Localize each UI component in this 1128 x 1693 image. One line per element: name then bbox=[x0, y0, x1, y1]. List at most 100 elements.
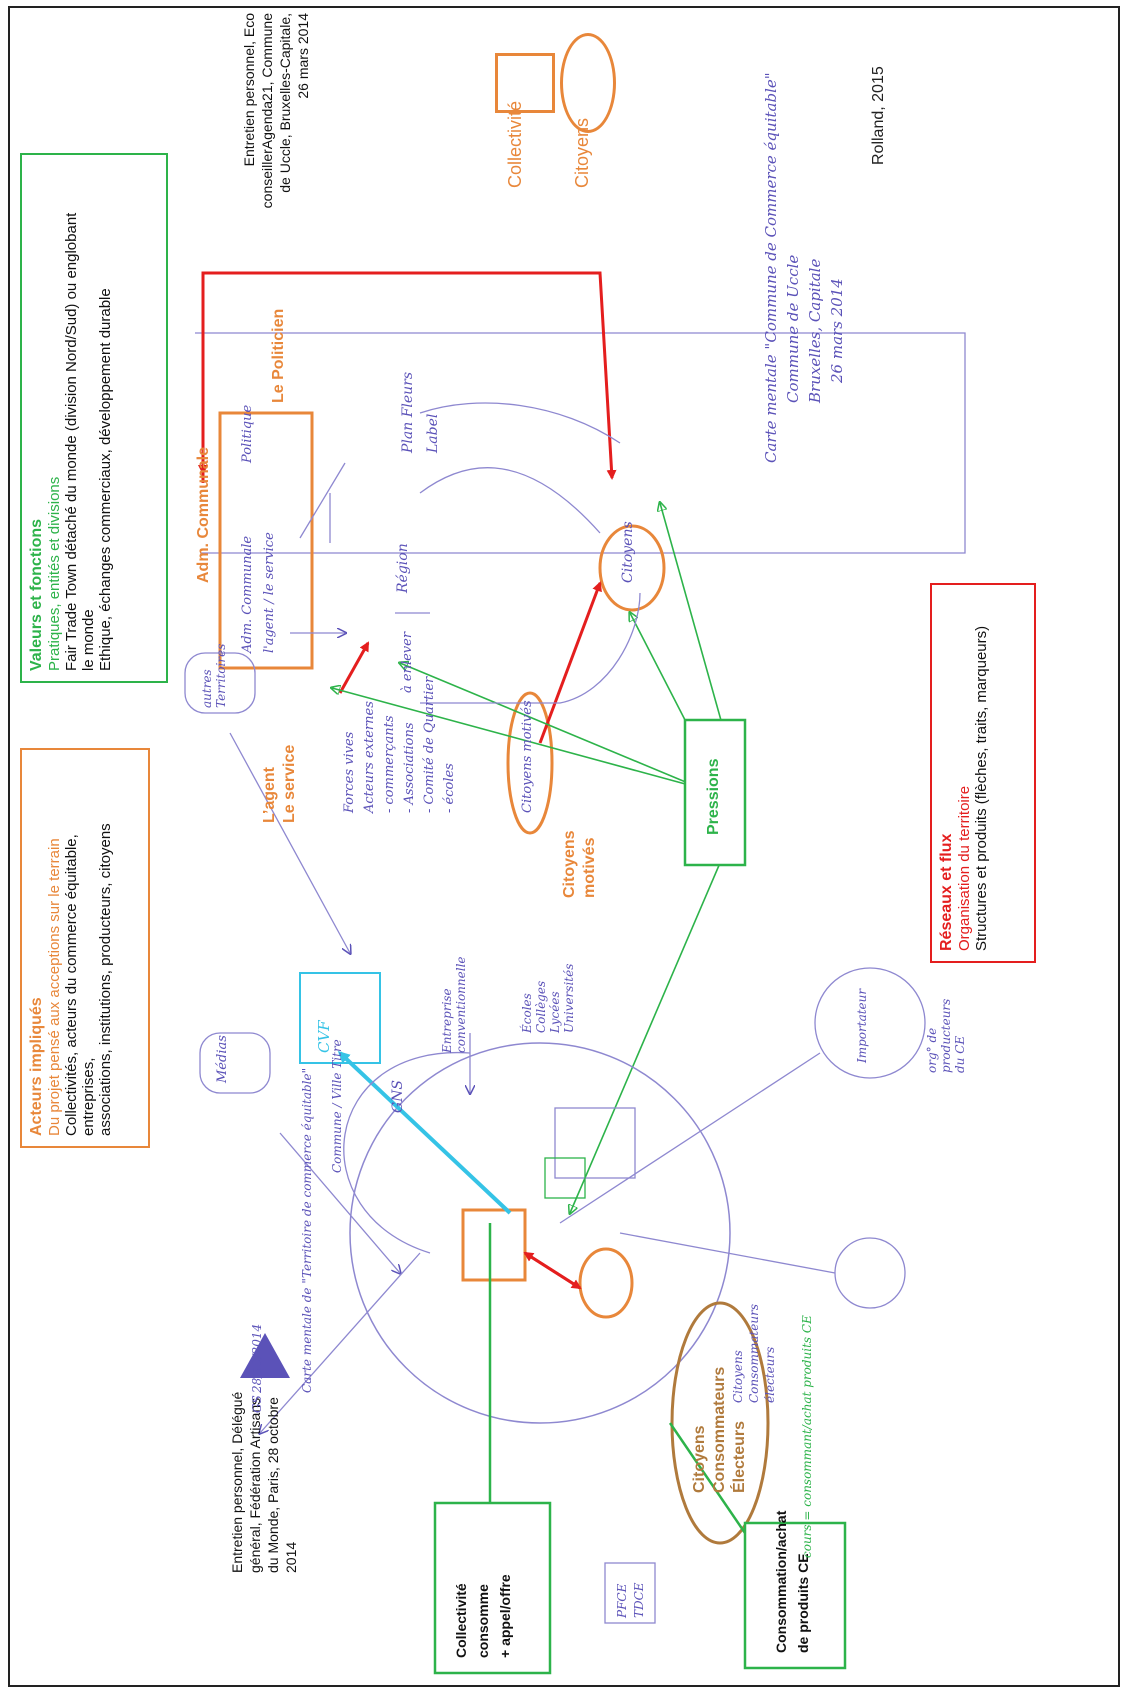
hand-acteurs-externes: Acteurs externes bbox=[362, 701, 377, 813]
page-frame bbox=[8, 6, 1120, 1687]
territory-circle bbox=[349, 1042, 731, 1424]
cvf-box bbox=[299, 972, 381, 1064]
legend-citoyens: Citoyens bbox=[572, 117, 592, 188]
hand-carte-mentale-3: Bruxelles, Capitale bbox=[806, 258, 824, 403]
hand-carte-mentale-2: Commune de Uccle bbox=[784, 254, 802, 403]
adm-communale-box bbox=[218, 411, 314, 670]
pressions-arrow-2 bbox=[332, 688, 701, 789]
hand-label: Label bbox=[425, 413, 441, 453]
hand-gns: GNS bbox=[390, 1079, 406, 1113]
hand-carte-mentale-1: Carte mentale "Commune de Commerce équit… bbox=[762, 72, 780, 463]
hand-plan-fleurs: Plan Fleurs bbox=[400, 371, 416, 453]
label-citoyens-motives-2: motivés bbox=[581, 837, 598, 898]
hand-comite-quartier: - Comité de Quartier bbox=[422, 676, 437, 813]
hand-ecoles: - écoles bbox=[442, 763, 457, 813]
hand-citoyens-consommateurs: Citoyens Consommateurs électeurs bbox=[730, 1304, 778, 1403]
hand-importateur: Importateur bbox=[855, 988, 869, 1063]
hand-carte-mentale-uccle: Carte mentale "Commune de Commerce équit… bbox=[760, 72, 848, 463]
label-adm-communale: Adm. Communale bbox=[195, 446, 212, 583]
citoyens-motives-ellipse bbox=[506, 691, 554, 835]
reseaux-flux-box: Réseaux et flux Organisation du territoi… bbox=[930, 583, 1036, 963]
source-paris-line: du Monde, Paris, 28 octobre bbox=[265, 1397, 281, 1573]
label-pressions: Pressions bbox=[705, 758, 722, 835]
hand-producteurs: org° de producteurs du CE bbox=[925, 998, 967, 1073]
hand-commercants: - commerçants bbox=[382, 715, 397, 814]
reseaux-subtitle: Organisation du territoire bbox=[956, 785, 973, 951]
red-arrow-motives-citoyens bbox=[538, 581, 602, 744]
source-paris: Entretien personnel, Délégué général, Fé… bbox=[228, 1373, 300, 1573]
label-service: Le service bbox=[281, 744, 298, 823]
pressions-arrow-5 bbox=[570, 862, 721, 1213]
citoyens-consommateurs-ellipse bbox=[670, 1301, 770, 1545]
hand-pfce: PFCE bbox=[615, 1583, 629, 1618]
reseaux-title: Réseaux et flux bbox=[938, 833, 955, 951]
acteurs-subtitle: Du projet pensé aux acceptions sur le te… bbox=[46, 838, 63, 1136]
uccle-frame bbox=[195, 332, 966, 554]
source-uccle-line: Entretien personnel, Eco bbox=[241, 13, 257, 167]
hand-medias: Médias bbox=[215, 1035, 230, 1083]
label-ellipse-citoyens-1: Citoyens bbox=[691, 1425, 708, 1493]
hand-date-b: 28/10/2014 bbox=[250, 1323, 264, 1393]
reseaux-line1: Structures et produits (flèches, traits,… bbox=[973, 625, 990, 951]
acteurs-title: Acteurs impliqués bbox=[28, 997, 45, 1136]
hand-citoyens-2: Citoyens bbox=[731, 1350, 745, 1403]
hand-associations: - Associations bbox=[402, 722, 417, 813]
hand-electeurs: électeurs bbox=[763, 1346, 777, 1403]
hand-adm-inner: Adm. Communale bbox=[240, 535, 255, 653]
source-uccle: Entretien personnel, Eco conseillerAgend… bbox=[240, 13, 312, 213]
consommation-leader-line bbox=[668, 1422, 747, 1534]
label-agent-service: L’agent Le service bbox=[260, 745, 300, 823]
acteurs-line1: Collectivités, acteurs du commerce équit… bbox=[63, 834, 97, 1136]
hand-politique: Politique bbox=[240, 404, 255, 463]
source-paris-line: 2014 bbox=[283, 1541, 299, 1573]
hand-forces-vives: Forces vives bbox=[342, 731, 357, 813]
valeurs-subtitle: Pratiques, entités et divisions bbox=[46, 476, 63, 671]
credit: Rolland, 2015 bbox=[870, 66, 887, 165]
pressions-box bbox=[683, 718, 747, 867]
valeurs-title: Valeurs et fonctions bbox=[28, 518, 45, 671]
valeurs-line3: Ethique, échanges commerciaux, développe… bbox=[97, 288, 114, 671]
label-consommation-1: Consommation/achat bbox=[773, 1510, 789, 1653]
hand-ecoles-list: Écoles Collèges Lycées Universités bbox=[520, 963, 576, 1033]
cyan-arrow-cvf bbox=[337, 1050, 512, 1215]
source-paris-line: Entretien personnel, Délégué bbox=[229, 1391, 245, 1573]
hand-tdce: TDCE bbox=[632, 1582, 646, 1618]
citoyens-ellipse-inner bbox=[578, 1247, 634, 1319]
hand-cours: cours = consommant/achat produits CE bbox=[800, 1315, 814, 1558]
hand-forces-vives-list: Forces vives Acteurs externes - commerça… bbox=[340, 677, 460, 813]
label-citoyens-motives-1: Citoyens bbox=[561, 830, 578, 898]
label-citoyens-motives: Citoyens motivés bbox=[560, 830, 600, 898]
label-collectivite-2: consomme bbox=[475, 1584, 491, 1658]
pressions-arrow-1 bbox=[400, 663, 701, 789]
red-arrow-agent bbox=[338, 641, 370, 694]
hand-region: Région bbox=[395, 543, 411, 593]
hand-carte-mentale-b: Carte mentale de "Territoire de commerce… bbox=[300, 1067, 314, 1393]
source-uccle-line: 26 mars 2014 bbox=[295, 13, 311, 99]
collectivite-box bbox=[433, 1501, 552, 1675]
label-collectivite-3: + appel/offre bbox=[497, 1574, 513, 1658]
valeurs-fonctions-box: Valeurs et fonctions Pratiques, entités … bbox=[20, 153, 168, 683]
hand-citoyens-motives: Citoyens motivés bbox=[520, 700, 535, 813]
acteurs-line2: associations, institutions, producteurs,… bbox=[97, 823, 114, 1136]
source-uccle-line: de Uccle, Bruxelles-Capitale, bbox=[277, 13, 293, 193]
hand-citoyens: Citoyens bbox=[620, 521, 636, 583]
collectivite-box-inner bbox=[461, 1208, 527, 1282]
legend-collectivite: Collectivité bbox=[505, 100, 525, 188]
label-ellipse-consommateurs: Consommateurs bbox=[711, 1366, 728, 1493]
label-collectivite-1: Collectivité bbox=[453, 1583, 469, 1658]
label-agent: L’agent bbox=[261, 766, 278, 823]
hand-commune-titre: Commune / Ville Titre bbox=[330, 1039, 344, 1173]
source-uccle-line: conseillerAgenda21, Commune bbox=[259, 13, 275, 209]
consommation-box bbox=[743, 1521, 847, 1670]
hand-agent-inner: l'agent / le service bbox=[262, 532, 277, 653]
valeurs-line2: le monde bbox=[80, 609, 97, 671]
hand-gs: GS bbox=[250, 1395, 264, 1413]
hand-entreprise: Entreprise conventionnelle bbox=[440, 956, 468, 1053]
valeurs-line1: Fair Trade Town détaché du monde (divisi… bbox=[63, 212, 80, 671]
acteurs-impliques-box: Acteurs impliqués Du projet pensé aux ac… bbox=[20, 748, 150, 1148]
hand-carte-mentale-4: 26 mars 2014 bbox=[828, 278, 846, 383]
hand-consommateurs: Consommateurs bbox=[747, 1304, 761, 1403]
